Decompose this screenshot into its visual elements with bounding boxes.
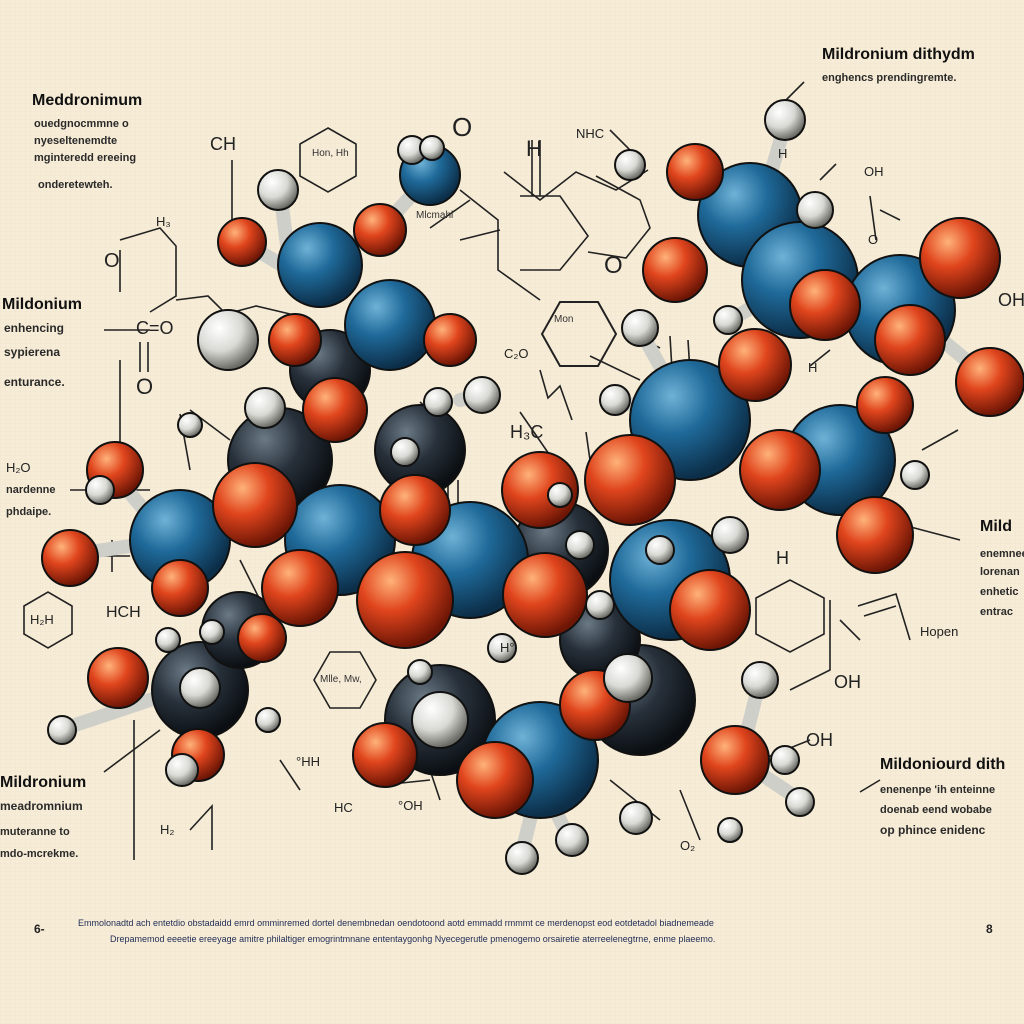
chem-label: O <box>868 232 879 247</box>
chem-label: OH <box>998 290 1024 310</box>
chem-label: H <box>776 548 789 568</box>
chem-label: O₂ <box>680 838 696 853</box>
callout-line: meadromnium <box>0 799 83 813</box>
callout-title-bottom-left: Mildronium <box>0 774 87 791</box>
chem-label: HC <box>334 800 353 815</box>
chem-label: OH <box>864 164 884 179</box>
chem-label: H <box>526 136 542 161</box>
chem-label: °HH <box>296 754 320 769</box>
callout-line: enturance. <box>4 375 65 389</box>
atoms <box>41 99 1024 875</box>
chem-label: OH <box>806 730 833 750</box>
callout-line: op phince enidenc <box>880 823 986 837</box>
callout-line: enenenpe 'ih enteinne <box>880 784 996 796</box>
chem-label: HCH <box>106 604 141 621</box>
chem-label: CH <box>210 134 236 154</box>
callout-title-right-middle: Mild <box>980 518 1012 535</box>
chem-label: H₂ <box>160 822 175 837</box>
callout-line: mginteredd ereeing <box>34 152 137 164</box>
page-number-left: 6- <box>34 922 45 936</box>
callout-title-left-formula: H₂O <box>6 460 31 475</box>
footer-line-2: Drepamemod eeeetie ereeyage amitre phila… <box>110 934 716 944</box>
callout-line: nardenne <box>6 484 56 496</box>
callout-line: enhetic <box>980 586 1019 598</box>
chem-label: C₂O <box>504 346 529 361</box>
callout-line: lorenan <box>980 566 1020 578</box>
callout-line: mdo-mcrekme. <box>0 848 79 860</box>
callout-line: doenab eend wobabe <box>880 804 992 816</box>
chem-label: H <box>778 146 788 161</box>
callout-line: enhencing <box>4 321 65 335</box>
callout-line: nyeseltenemdte <box>34 135 118 147</box>
callout-line: phdaipe. <box>6 506 52 518</box>
chem-label: OH <box>834 672 861 692</box>
callout-line: onderetewteh. <box>38 179 113 191</box>
callout-line: ouedgnocmmne o <box>34 118 129 130</box>
callout-line: entrac <box>980 606 1014 618</box>
ring-right <box>755 579 825 653</box>
callout-line: sypierena <box>4 345 61 359</box>
callout-title-top-left: Meddronimum <box>32 92 143 109</box>
chem-label: °OH <box>398 798 423 813</box>
ring-label: Hopen <box>920 624 959 639</box>
chem-label: H <box>808 360 818 375</box>
chem-label: H₃ <box>156 214 171 229</box>
ring-label: Hon, Hh <box>312 148 349 159</box>
chem-label: H₃C <box>510 422 544 442</box>
callout-title-left-middle: Mildonium <box>2 296 82 313</box>
callout-line: muteranne to <box>0 826 70 838</box>
benzene-ring-top <box>299 127 357 193</box>
chem-label: O <box>104 250 120 272</box>
callout-title-top-right: Mildronium dithydm <box>822 46 975 63</box>
chem-label: H° <box>500 640 515 655</box>
ring-label: H₂H <box>30 612 54 627</box>
footer-line-1: Emmolonadtd ach entetdio obstadaidd emrd… <box>78 918 714 928</box>
ring-label: Mlle, Mw, <box>320 674 362 685</box>
chem-label: O <box>452 112 473 142</box>
page-number-right: 8 <box>986 922 993 936</box>
chem-label: O <box>136 374 154 399</box>
benzene-ring-left <box>23 591 73 649</box>
chem-label: O <box>604 252 623 279</box>
chem-label: NHC <box>576 126 605 141</box>
ring-label: Mon <box>554 314 574 325</box>
ring-label: Mlcmahl <box>416 210 454 221</box>
callout-line: enemnee <box>980 548 1024 560</box>
benzene-ring-mid <box>540 301 618 367</box>
callout-title-bottom-right: Mildoniourd dith <box>880 756 1006 773</box>
benzene-ring-bottom <box>313 651 377 709</box>
callout-line: enghencs prendingremte. <box>822 72 957 84</box>
chem-label: C=O <box>136 318 174 338</box>
